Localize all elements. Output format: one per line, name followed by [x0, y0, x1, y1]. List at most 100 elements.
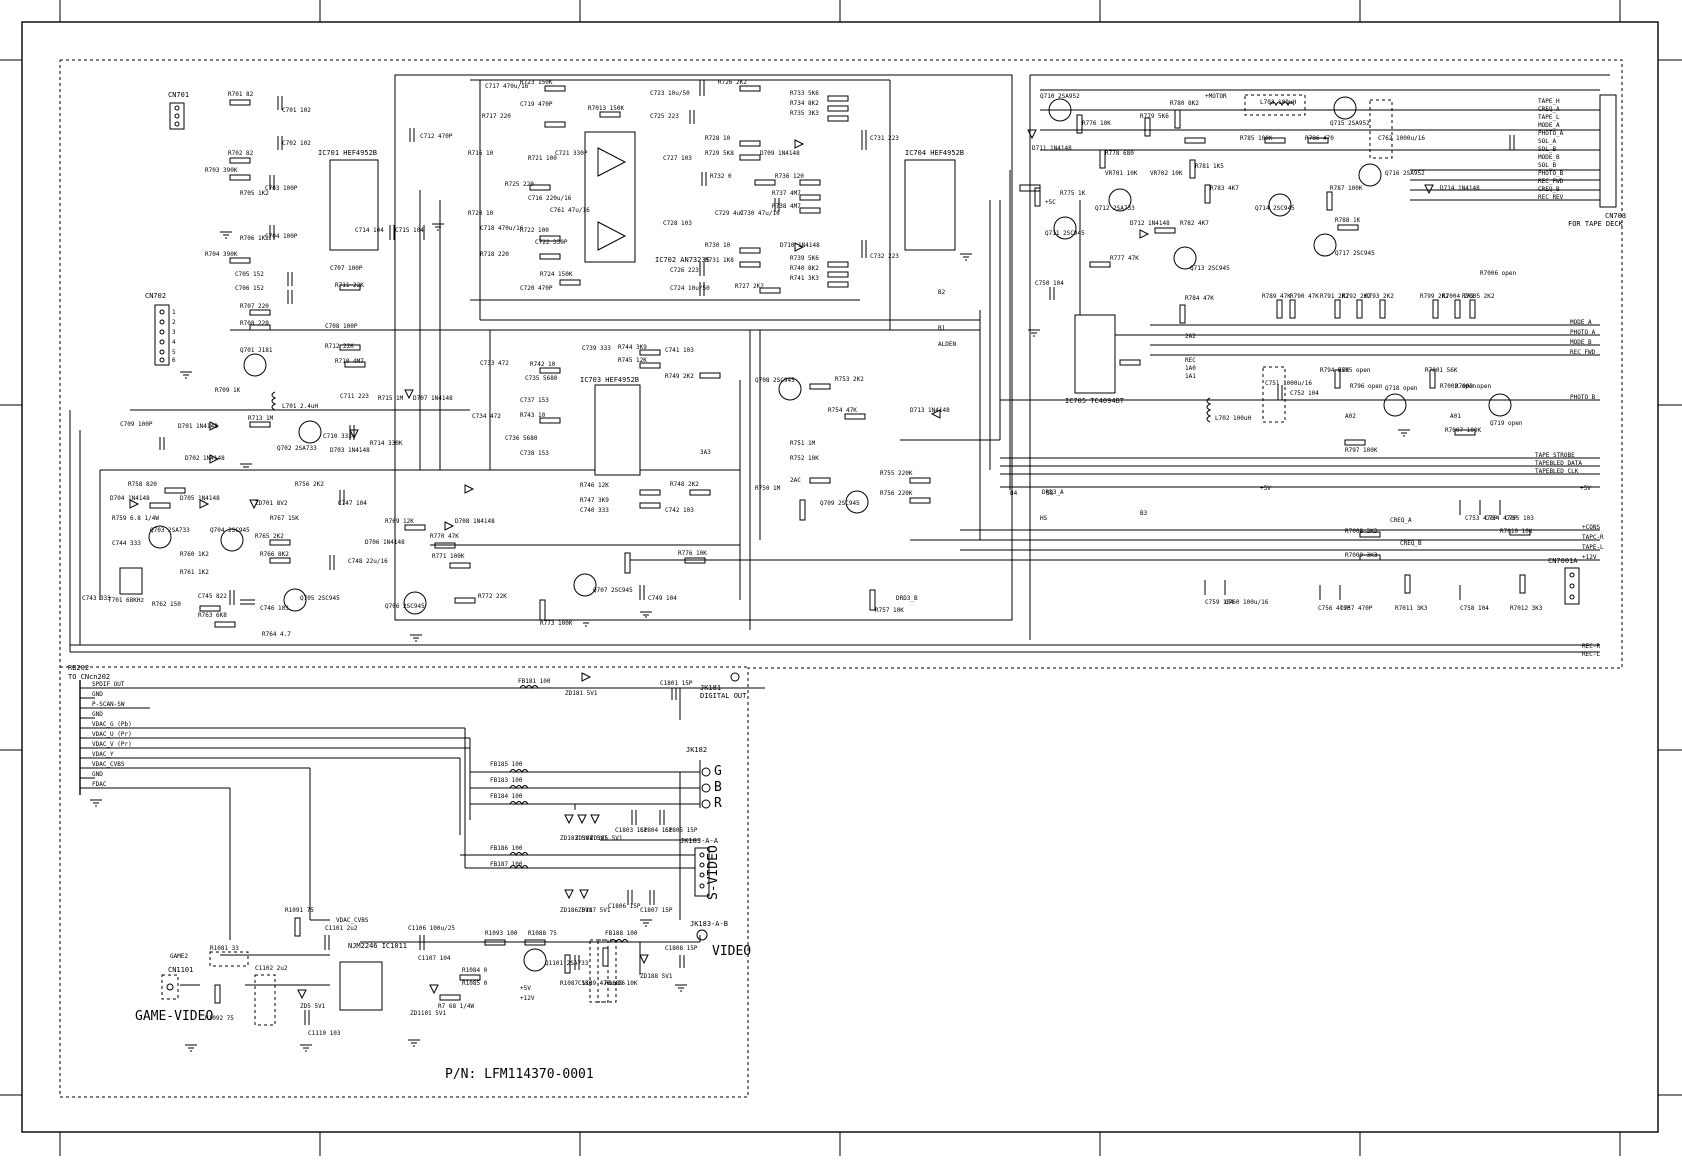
- svg-text:R7013 150K: R7013 150K: [588, 105, 625, 112]
- svg-text:ZD183 5V1: ZD183 5V1: [560, 835, 593, 842]
- svg-text:D707 1N4148: D707 1N4148: [413, 395, 453, 402]
- svg-text:Q706 2SC945: Q706 2SC945: [385, 603, 425, 610]
- svg-text:D711 1N4148: D711 1N4148: [1032, 145, 1072, 152]
- svg-text:C743 333: C743 333: [82, 595, 111, 602]
- svg-text:+5V: +5V: [1580, 485, 1591, 492]
- board-boundaries: [59, 59, 1623, 1098]
- ic702-label: IC702 AN7323S: [655, 256, 710, 264]
- svg-text:C1806 15P: C1806 15P: [608, 903, 641, 910]
- svg-text:R777 47K: R777 47K: [1110, 255, 1139, 262]
- svg-text:C1804 15P: C1804 15P: [640, 827, 673, 834]
- svg-text:1A1: 1A1: [1185, 373, 1196, 380]
- svg-text:DRD3_A: DRD3_A: [1042, 489, 1064, 496]
- ground-symbols: [90, 223, 1410, 1052]
- svg-text:R710 4M7: R710 4M7: [335, 358, 364, 365]
- jk183b-video: JK183-A-B VIDEO: [690, 920, 751, 959]
- svg-text:R1089 10K: R1089 10K: [605, 980, 638, 987]
- svg-text:Q705 2SC945: Q705 2SC945: [300, 595, 340, 602]
- svg-text:R734 8K2: R734 8K2: [790, 100, 819, 107]
- svg-text:R757 10K: R757 10K: [875, 607, 904, 614]
- svg-text:R714 330K: R714 330K: [370, 440, 403, 447]
- svg-text:FB185 100: FB185 100: [490, 761, 523, 768]
- svg-text:R736 120: R736 120: [775, 173, 804, 180]
- svg-text:CREQ_A: CREQ_A: [1538, 106, 1560, 113]
- svg-text:R706 1K2: R706 1K2: [240, 235, 269, 242]
- svg-text:REC_REV: REC_REV: [1538, 194, 1564, 201]
- svg-text:ZD701 8V2: ZD701 8V2: [255, 500, 288, 507]
- svg-text:C738 153: C738 153: [520, 450, 549, 457]
- svg-text:C717 470u/16: C717 470u/16: [485, 83, 529, 90]
- video-output-parts: [214, 685, 685, 1025]
- svg-text:C759 104: C759 104: [1205, 599, 1234, 606]
- svg-text:GAME-VIDEO: GAME-VIDEO: [135, 1009, 213, 1024]
- svg-text:C706 152: C706 152: [235, 285, 264, 292]
- svg-text:REC_FWD: REC_FWD: [1570, 349, 1596, 356]
- svg-text:C1101 2u2: C1101 2u2: [325, 925, 358, 932]
- svg-text:CREQ_B: CREQ_B: [1400, 540, 1422, 547]
- svg-text:R711 22K: R711 22K: [335, 282, 364, 289]
- svg-text:GND: GND: [92, 771, 103, 778]
- svg-text:FB184 100: FB184 100: [490, 793, 523, 800]
- svg-text:ZD185 5V1: ZD185 5V1: [590, 835, 623, 842]
- svg-text:+5V: +5V: [1260, 485, 1271, 492]
- svg-text:VR701 10K: VR701 10K: [1105, 170, 1138, 177]
- svg-text:RB202: RB202: [68, 664, 89, 672]
- svg-text:C701 102: C701 102: [282, 107, 311, 114]
- svg-text:VDAC_CVBS: VDAC_CVBS: [92, 761, 125, 768]
- svg-text:R753 2K2: R753 2K2: [835, 376, 864, 383]
- svg-text:R787 100K: R787 100K: [1330, 185, 1363, 192]
- svg-text:R729 5K8: R729 5K8: [705, 150, 734, 157]
- svg-text:R7003 open: R7003 open: [1455, 383, 1492, 390]
- svg-text:D701 1N4148: D701 1N4148: [178, 423, 218, 430]
- svg-text:DRD3_B: DRD3_B: [896, 595, 918, 602]
- svg-text:R744 3K9: R744 3K9: [618, 344, 647, 351]
- svg-text:ZD5 5V1: ZD5 5V1: [300, 1003, 326, 1010]
- svg-text:2A2: 2A2: [1185, 333, 1196, 340]
- svg-text:A01: A01: [1450, 413, 1461, 420]
- svg-text:R766 8K2: R766 8K2: [260, 551, 289, 558]
- svg-text:R1085 0: R1085 0: [462, 980, 488, 987]
- svg-text:R782 4K7: R782 4K7: [1180, 220, 1209, 227]
- svg-text:TAPEBLED_CLK: TAPEBLED_CLK: [1535, 468, 1579, 475]
- svg-text:R7006 open: R7006 open: [1480, 270, 1517, 277]
- cn703-pin-labels: TAPE_H CREQ_A TAPE_L MODE_A PHOTO_A SOL_…: [1538, 98, 1564, 201]
- svg-text:C756 470P: C756 470P: [1318, 605, 1351, 612]
- svg-text:C704 100P: C704 100P: [265, 233, 298, 240]
- svg-text:R718 220: R718 220: [480, 251, 509, 258]
- svg-text:C725 223: C725 223: [650, 113, 679, 120]
- svg-text:1: 1: [172, 309, 176, 316]
- svg-text:R756 2K2: R756 2K2: [295, 481, 324, 488]
- svg-text:R739 5K6: R739 5K6: [790, 255, 819, 262]
- svg-text:R7001 56K: R7001 56K: [1425, 367, 1458, 374]
- svg-text:R749 2K2: R749 2K2: [665, 373, 694, 380]
- svg-text:VDAC_G (Pb): VDAC_G (Pb): [92, 721, 132, 728]
- svg-text:CREQ_B: CREQ_B: [1538, 186, 1560, 193]
- svg-text:CN702: CN702: [145, 292, 166, 300]
- svg-text:REC-R: REC-R: [1582, 643, 1600, 650]
- svg-text:C728 103: C728 103: [663, 220, 692, 227]
- svg-text:R7002 open: R7002 open: [1440, 383, 1477, 390]
- svg-text:ZD186 5V1: ZD186 5V1: [560, 907, 593, 914]
- svg-text:R7010 10K: R7010 10K: [1500, 528, 1533, 535]
- svg-text:C746 103: C746 103: [260, 605, 289, 612]
- net-labels: +5C +MOTOR B2 B1 ALDEN B4 B3 HS SS 2A2 R…: [520, 93, 1461, 1002]
- jk182-rgb: JK182 G B R: [686, 746, 722, 811]
- svg-text:C1106 100u/25: C1106 100u/25: [408, 925, 455, 932]
- svg-text:TAPE-L: TAPE-L: [1582, 544, 1604, 551]
- svg-text:C753 470P: C753 470P: [1465, 515, 1498, 522]
- svg-text:R743 10: R743 10: [520, 412, 546, 419]
- svg-text:R776 10K: R776 10K: [1082, 120, 1111, 127]
- svg-text:R732 0: R732 0: [710, 173, 732, 180]
- svg-text:C736 5680: C736 5680: [505, 435, 538, 442]
- svg-text:MODE_A: MODE_A: [1570, 319, 1592, 326]
- svg-text:VDAC_CVBS: VDAC_CVBS: [336, 917, 369, 924]
- svg-text:Q702 2SA733: Q702 2SA733: [277, 445, 317, 452]
- svg-text:C724 10u/50: C724 10u/50: [670, 285, 710, 292]
- svg-text:Q710 2SA952: Q710 2SA952: [1040, 93, 1080, 100]
- cn701: CN701: [168, 91, 189, 130]
- svg-text:C754 470P: C754 470P: [1485, 515, 1518, 522]
- svg-text:R799 2K2: R799 2K2: [1420, 293, 1449, 300]
- svg-text:R797 100K: R797 100K: [1345, 447, 1378, 454]
- svg-text:MODE_B: MODE_B: [1570, 339, 1592, 346]
